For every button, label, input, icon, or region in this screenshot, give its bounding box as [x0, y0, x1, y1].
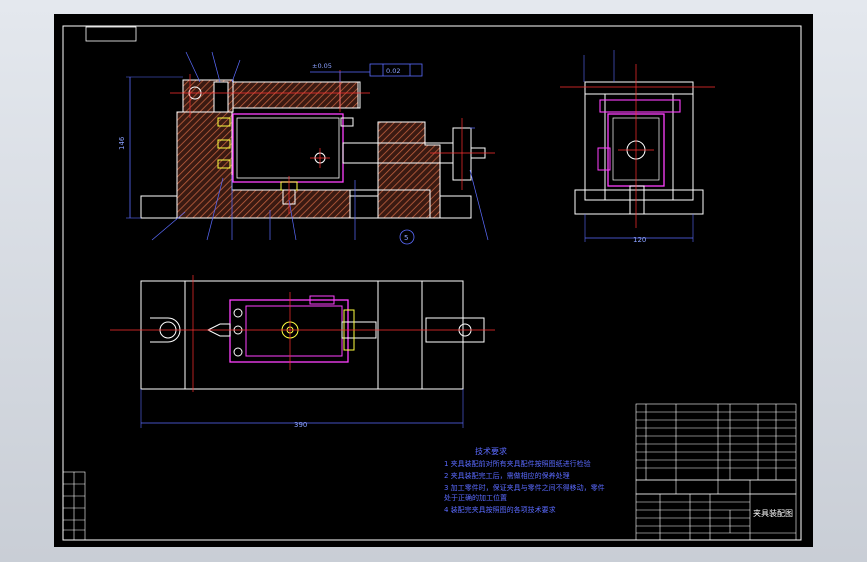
- drawing-number-box: [85, 26, 137, 42]
- side-view: [560, 50, 715, 242]
- front-tolerance-text: ±0.05: [312, 62, 332, 70]
- notes-line-4: 处于正确的加工位置: [444, 493, 507, 502]
- front-view: [126, 51, 495, 245]
- tolerance-box-value: 0.02: [386, 67, 400, 75]
- title-block-title: 夹具装配图: [753, 508, 793, 518]
- front-height-dimension: 146: [118, 136, 126, 150]
- balloon-number: 5: [404, 234, 408, 242]
- title-block: [635, 479, 797, 541]
- revision-table: [62, 471, 86, 541]
- part-balloon: [399, 229, 415, 245]
- tolerance-frame: [369, 63, 423, 77]
- notes-line-3: 3 加工零件时，保证夹具与零件之间不得移动，零件: [444, 483, 605, 492]
- notes-title: 技术要求: [475, 446, 507, 456]
- sheet-border: [62, 25, 802, 541]
- notes-line-5: 4 装配完夹具按照图的各项技术要求: [444, 505, 556, 514]
- notes-line-2: 2 夹具装配完工后，需做相应的保养处理: [444, 471, 570, 480]
- notes-line-1: 1 夹具装配前对所有夹具配件按照图纸进行检验: [444, 459, 591, 468]
- side-width-dimension: 120: [633, 236, 646, 244]
- top-view: [110, 275, 495, 428]
- top-length-dimension: 390: [294, 421, 307, 429]
- parts-list-table: [635, 403, 797, 481]
